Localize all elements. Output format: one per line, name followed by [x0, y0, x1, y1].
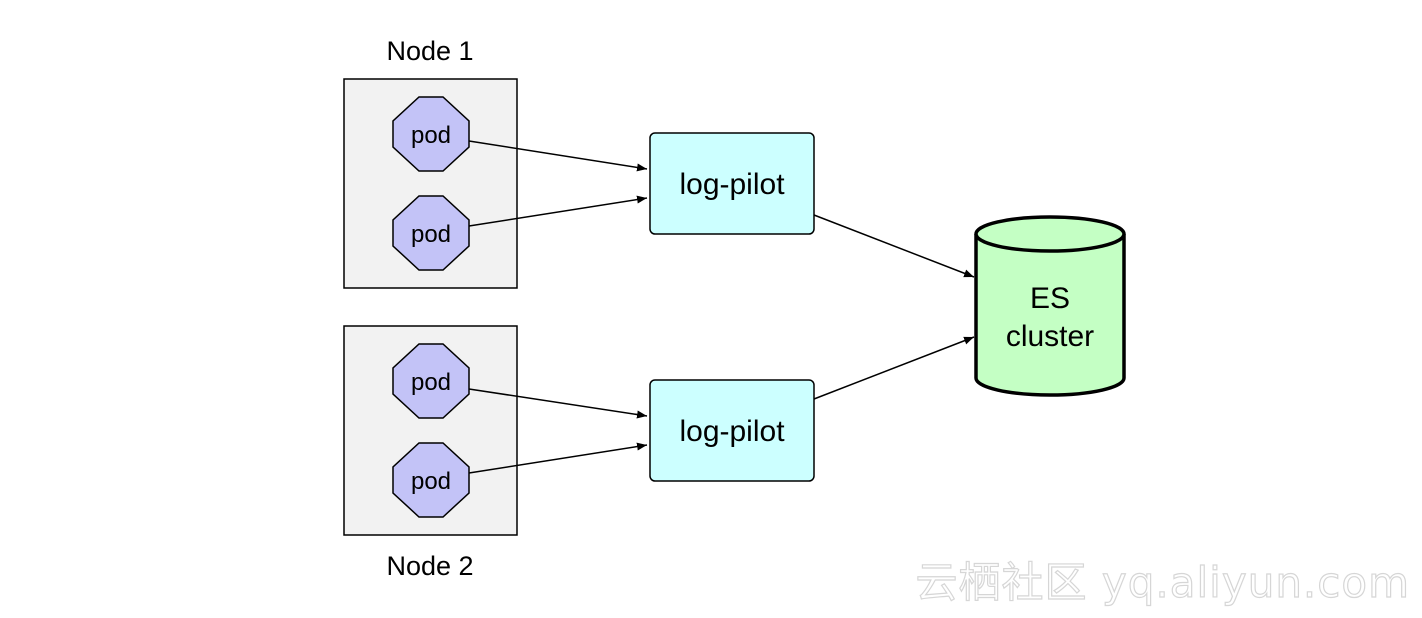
- edge-pod-to-log-pilot: [468, 195, 648, 227]
- log-pilot-label: log-pilot: [679, 168, 785, 201]
- es-cylinder-top: [974, 215, 1126, 253]
- es-label-line2: cluster: [1006, 320, 1094, 353]
- edge-pod-to-log-pilot: [468, 442, 648, 474]
- pod-octagon: [392, 442, 470, 518]
- pod-octagon: [392, 96, 470, 172]
- pod-label: pod: [411, 221, 451, 248]
- log-pilot-box: [649, 379, 815, 482]
- node-1-title: Node 1: [386, 36, 473, 66]
- log-pilot-label: log-pilot: [679, 415, 785, 448]
- pod-label: pod: [411, 369, 451, 396]
- pod-octagon: [392, 343, 470, 419]
- es-cylinder-body: [974, 234, 1126, 397]
- log-pilot-box: [649, 132, 815, 235]
- log-pilot-2: log-pilot: [649, 379, 815, 482]
- pod-octagon: [392, 195, 470, 271]
- edges: [468, 140, 975, 474]
- pod-label: pod: [411, 468, 451, 495]
- log-pilot-1: log-pilot: [649, 132, 815, 235]
- edge-pod-to-log-pilot: [468, 388, 648, 419]
- node-2-title: Node 2: [386, 551, 473, 581]
- watermark: 云栖社区 yq.aliyun.com: [916, 558, 1410, 607]
- pod-label: pod: [411, 122, 451, 149]
- node-2: pod pod Node 2: [343, 325, 518, 581]
- es-label-line1: ES: [1030, 282, 1070, 315]
- edge-pod-to-log-pilot: [468, 140, 648, 172]
- es-cluster: ES cluster: [974, 215, 1126, 397]
- edge-log-pilot-to-es: [813, 336, 975, 400]
- edge-log-pilot-to-es: [813, 214, 975, 278]
- node-1: Node 1 pod pod: [343, 36, 518, 289]
